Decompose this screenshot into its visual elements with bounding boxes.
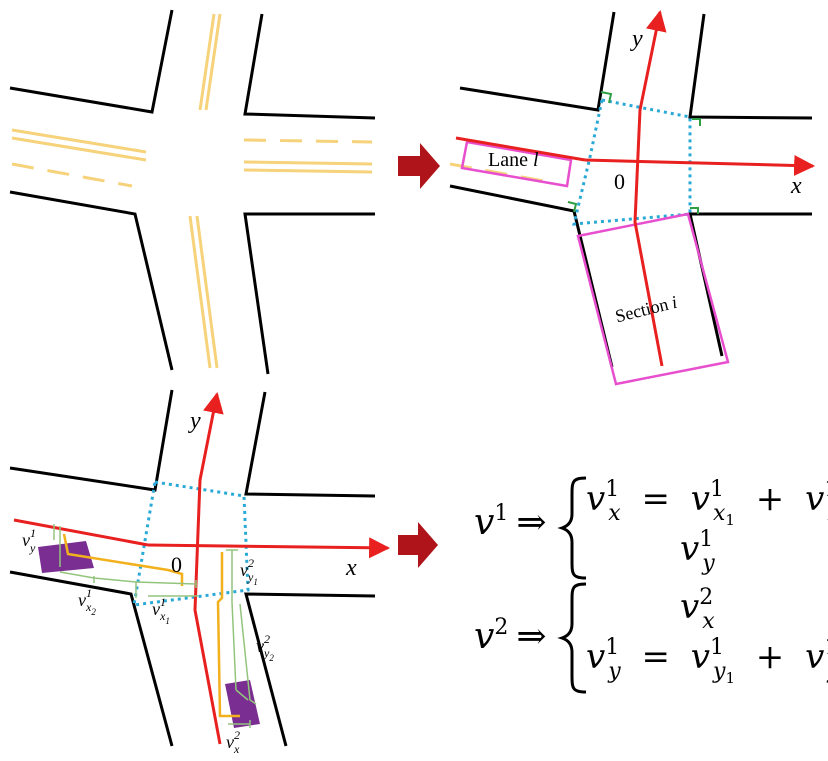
road-edge-bottom-right (244, 592, 376, 747)
x-axis-label-c: x (345, 555, 357, 581)
x-axis-b (584, 155, 816, 176)
vehicle-2-components (226, 549, 257, 728)
right-angle-markers (567, 91, 701, 214)
v2-lhs: v2⇒ (474, 615, 547, 657)
road-edge-bottom-left (9, 570, 174, 747)
origin-label-b: 0 (614, 169, 625, 194)
y-axis-b (633, 9, 667, 367)
transform-arrow-top (398, 143, 440, 189)
x-axis-c (147, 537, 391, 559)
y-axis-c (193, 391, 224, 745)
vehicle-2-trajectory (216, 552, 240, 718)
origin-label-c: 0 (171, 552, 182, 577)
panel-c-road-edges (9, 389, 376, 747)
brace-v2 (557, 582, 587, 694)
lane-l-box (460, 140, 573, 188)
lane-reference-line-c (13, 518, 149, 547)
y-axis-label-c: y (188, 408, 201, 434)
panel-a-road-edges (9, 9, 376, 375)
lane-reference-line (455, 136, 586, 162)
panel-a-intersection (9, 9, 376, 375)
vehicle-1-components (53, 524, 198, 598)
vehicle-1-trajectory (62, 533, 184, 586)
road-edge-bottom-right (688, 212, 812, 357)
road-edge-bottom-left (9, 190, 174, 371)
panel-a-lane-markings (11, 13, 373, 369)
road-edge-top-right (688, 13, 813, 120)
v1-lhs: v1⇒ (474, 501, 547, 543)
transform-arrow-bottom (398, 522, 438, 568)
y-axis-label-b: y (630, 26, 643, 52)
road-edge-top-left (9, 389, 174, 492)
road-edge-top-left (9, 9, 174, 114)
section-i-box (576, 212, 730, 386)
road-edge-bottom-right (243, 212, 375, 375)
intersection-boundary-c (132, 480, 250, 607)
road-edge-top-left (459, 11, 616, 112)
brace-v1 (557, 476, 587, 580)
road-edge-top-right (244, 391, 376, 498)
vehicle-1 (38, 541, 94, 573)
road-edge-top-right (243, 13, 376, 120)
x-axis-label-b: x (790, 173, 802, 199)
section-label: Sectioni (613, 292, 679, 327)
